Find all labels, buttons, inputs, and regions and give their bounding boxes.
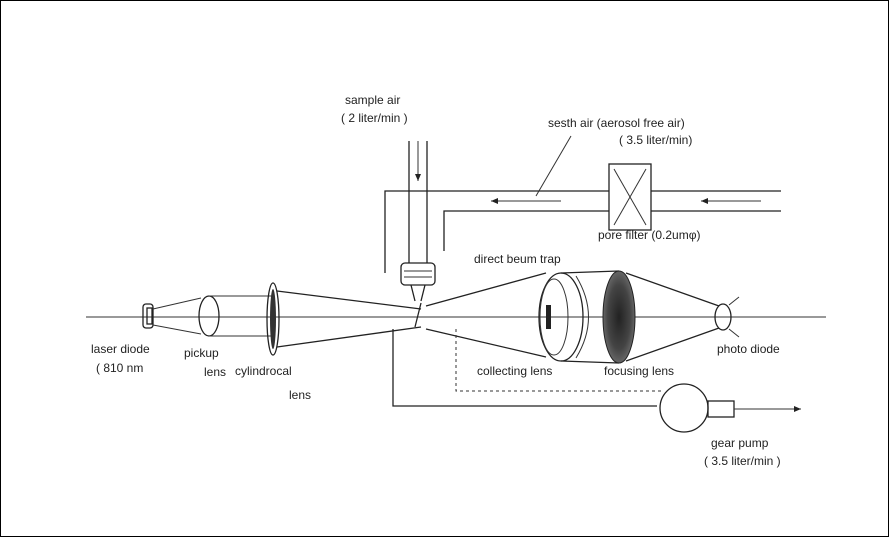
label-pickup-lens-word: lens (204, 365, 226, 379)
label-laser-wavelength: ( 810 nm (96, 361, 143, 375)
label-cylindrical: cylindrocal (235, 364, 292, 378)
laser-diode (142, 303, 154, 329)
focusing-lens (602, 270, 636, 364)
label-focusing-lens: focusing lens (604, 364, 674, 378)
label-sample-air-flow: ( 2 liter/min ) (341, 111, 408, 125)
pickup-lens (198, 295, 220, 337)
focused-beam (276, 290, 422, 348)
direct-beam-trap (546, 305, 551, 329)
laser-beam (152, 297, 202, 335)
label-collecting-lens: collecting lens (477, 364, 552, 378)
label-sheath-air: sesth air (aerosol free air) (548, 116, 685, 130)
lens-barrel (560, 270, 620, 364)
pore-filter (608, 163, 652, 231)
sample-air-inlet (400, 141, 436, 328)
sheath-air-duct (384, 135, 781, 273)
label-cylindrical-lens-word: lens (289, 388, 311, 402)
cylindrical-lens (266, 282, 280, 356)
label-sample-air: sample air (345, 93, 400, 107)
label-pore-filter: pore filter (0.2umφ) (598, 228, 700, 242)
label-sheath-air-flow: ( 3.5 liter/min) (619, 133, 692, 147)
label-direct-beam-trap: direct beum trap (474, 252, 561, 266)
label-gear-pump-flow: ( 3.5 liter/min ) (704, 454, 781, 468)
label-photo-diode: photo diode (717, 342, 780, 356)
label-pickup: pickup (184, 346, 219, 360)
scattered-light-cone (425, 272, 547, 358)
focused-cone (625, 272, 720, 362)
photo-diode (714, 296, 740, 338)
exhaust-line (392, 329, 661, 407)
label-gear-pump: gear pump (711, 436, 769, 450)
label-laser-diode: laser diode (91, 342, 150, 356)
collimated-beam (209, 295, 273, 337)
gear-pump (659, 383, 801, 433)
